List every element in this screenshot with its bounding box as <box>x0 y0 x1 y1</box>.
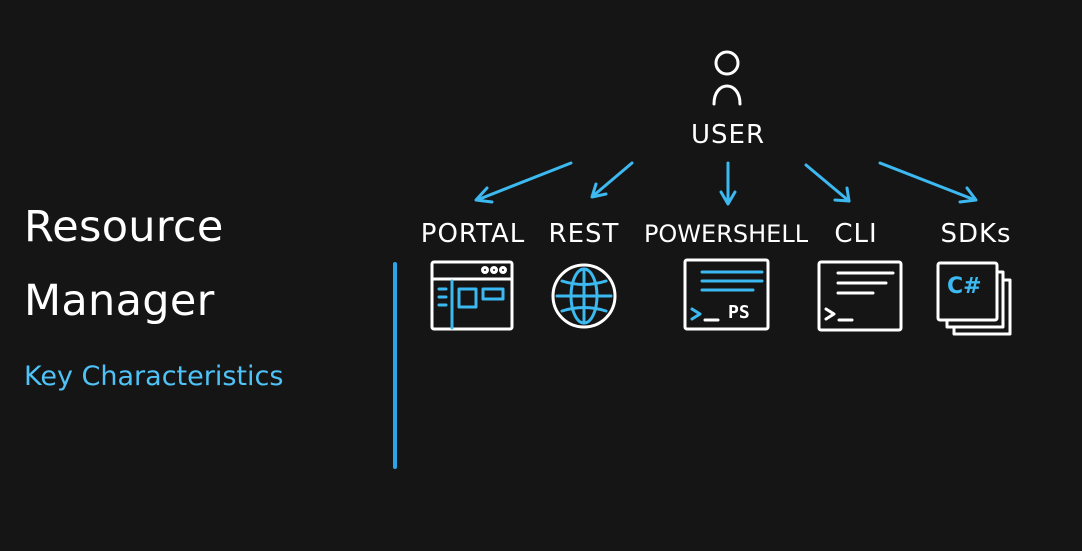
slide-subtitle: Key Characteristics <box>24 361 284 392</box>
powershell-terminal-icon: PS <box>683 258 770 331</box>
cli-terminal-icon <box>817 260 903 332</box>
vertical-divider <box>393 262 397 469</box>
browser-window-icon <box>430 260 514 331</box>
target-label-rest: REST <box>549 219 620 249</box>
target-label-portal: PORTAL <box>421 219 525 249</box>
target-label-powershell: POWERSHELL <box>644 220 809 248</box>
target-label-cli: CLI <box>834 219 877 249</box>
arrows <box>474 161 978 206</box>
sdk-icon-text: C# <box>947 274 982 299</box>
title-line-1: Resource <box>24 202 224 252</box>
sdk-stack-icon: C# <box>936 261 1012 336</box>
arrow-to-powershell <box>719 161 737 206</box>
powershell-icon-text: PS <box>728 302 750 323</box>
arrow-to-portal <box>474 161 573 204</box>
user-label: USER <box>691 120 765 150</box>
title-line-2: Manager <box>24 276 215 326</box>
slide-title: Resource Manager <box>24 190 224 338</box>
arrow-to-cli <box>804 163 851 203</box>
globe-icon <box>551 263 617 329</box>
arrow-to-sdks <box>878 161 978 204</box>
arrow-to-rest <box>590 161 634 199</box>
target-label-sdks: SDKs <box>940 219 1011 249</box>
user-icon <box>712 50 742 106</box>
